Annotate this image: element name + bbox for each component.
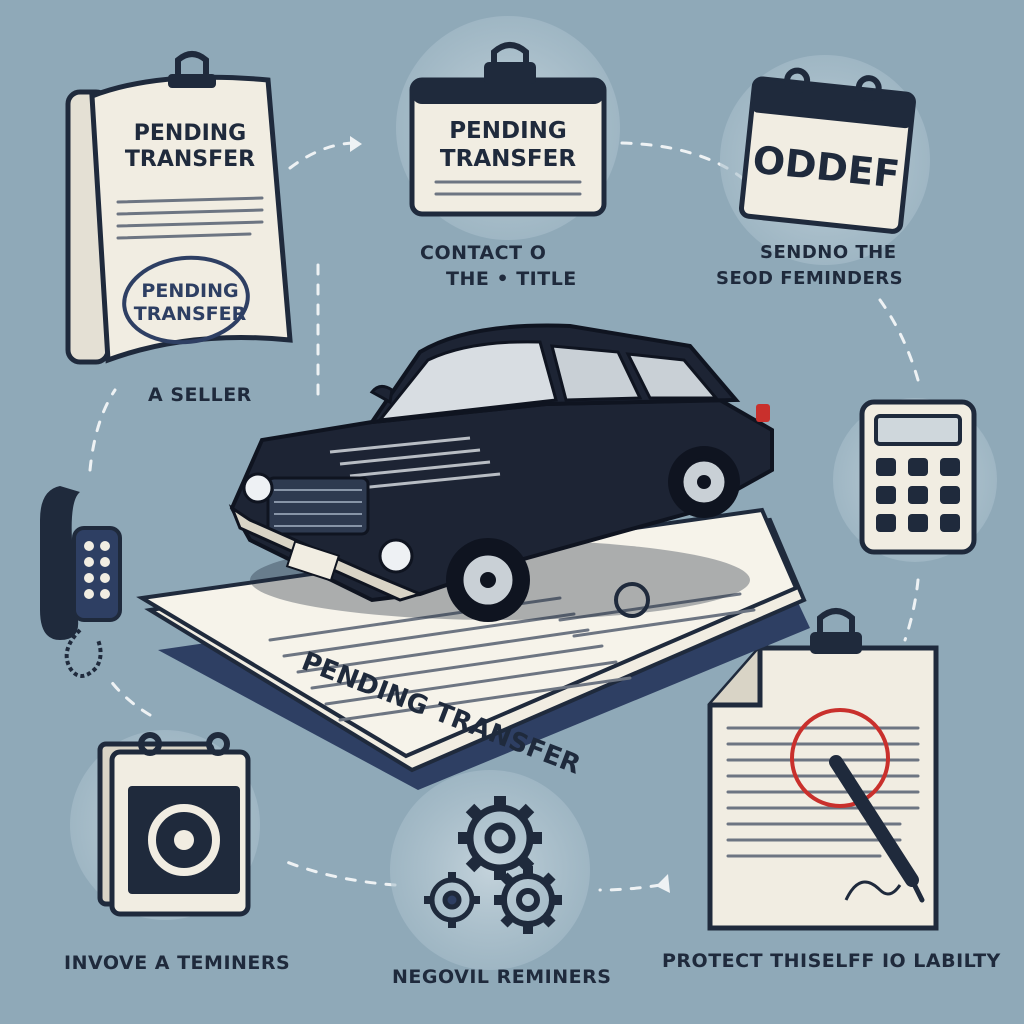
connector-4-5: [903, 578, 920, 642]
step-2-label-line1: CONTACT O: [420, 242, 547, 264]
arrowhead-1-2: [350, 136, 362, 152]
calculator-icon: [859, 399, 977, 555]
step-3-label-line2: SEOD FEMINDERS: [716, 268, 904, 289]
connector-6-7: [280, 858, 397, 887]
connector-8-1: [88, 388, 117, 472]
step-1-card-title-line1: PENDING: [134, 121, 246, 146]
step-2-card-title-line2: TRANSFER: [440, 146, 576, 172]
step-1-stamp-line2: TRANSFER: [134, 303, 247, 325]
step-7-label: INVOVE A TEMINERS: [64, 952, 291, 974]
step-6-label: NEGOVIL REMINERS: [392, 966, 612, 988]
calendar-icon: ODDEF: [738, 67, 916, 234]
step-1-card-title-line2: TRANSFER: [125, 147, 255, 172]
car-icon: [228, 323, 774, 622]
arrowhead-5-6: [656, 874, 670, 893]
signed-document-icon: [707, 608, 939, 931]
connector-5-6: [598, 883, 662, 892]
step-2-card-title-line1: PENDING: [449, 118, 567, 144]
calendar-target-icon: [97, 732, 251, 917]
connector-3-4: [878, 298, 920, 382]
step-1-stamp-line1: PENDING: [141, 280, 238, 302]
connector-7-8: [108, 678, 152, 717]
clipboard-document-icon: PENDING TRANSFER PENDING TRANSFER: [65, 51, 293, 365]
halo-step-6: [390, 770, 590, 970]
step-2-label-line2: THE • TITLE: [446, 268, 577, 290]
dashed-connectors: [88, 136, 920, 893]
step-3-label-line1: SENDNO THE: [760, 242, 897, 263]
gears-icon: [424, 796, 562, 934]
document-stack: PENDING TRANSFER: [136, 507, 810, 790]
connector-1-2: [288, 141, 354, 170]
clipboard-sign-icon: PENDING TRANSFER: [409, 42, 607, 217]
step-5-label: PROTECT THISELFF IO LABILTY: [662, 950, 1001, 972]
step-1-label: A SELLER: [148, 384, 252, 406]
telephone-icon: [40, 486, 122, 678]
